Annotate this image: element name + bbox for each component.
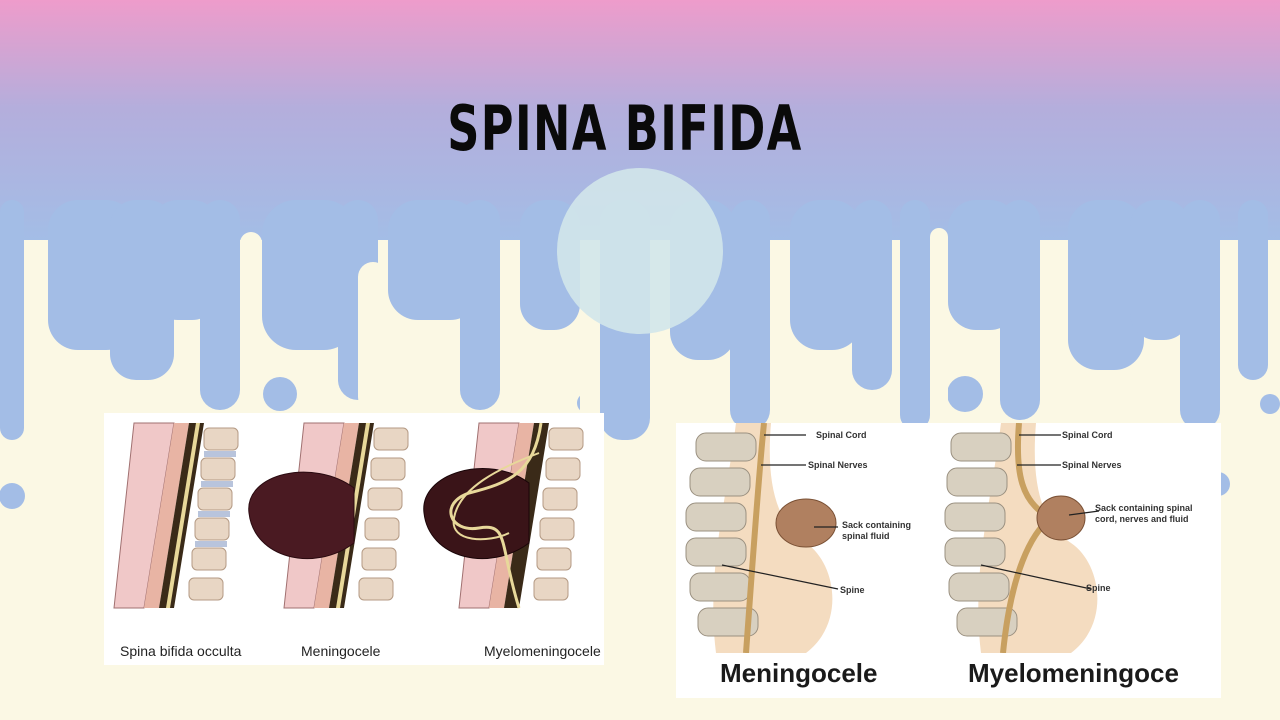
label-sack-2: Sack containing spinal cord, nerves and … (1095, 503, 1193, 524)
label-sack-1: Sack containing spinal fluid (842, 520, 912, 541)
decorative-circle (557, 168, 723, 334)
slide-title: SPINA BIFIDA (447, 92, 803, 165)
label-spine-1: Spine (840, 585, 865, 595)
label-spinal-cord-2: Spinal Cord (1062, 430, 1113, 440)
myelomeningocele-illustration (423, 422, 584, 609)
caption-spina-bifida-occulta: Spina bifida occulta (120, 643, 242, 659)
labeled-spine-illustrations (685, 423, 1100, 653)
caption-myelomeningoce-large: Myelomeningoce (968, 658, 1179, 688)
caption-myelomeningocele: Myelomeningocele (484, 643, 601, 659)
spina-bifida-types-figure: Spina bifida occulta Meningocele Myelome… (104, 413, 604, 665)
spine-illustrations (113, 422, 584, 609)
spina-bifida-occulta-illustration (113, 422, 239, 609)
label-spinal-nerves-1: Spinal Nerves (808, 460, 868, 470)
meningocele-labeled-illustration (685, 423, 839, 653)
label-spinal-cord-1: Spinal Cord (816, 430, 867, 440)
meningocele-illustration (248, 422, 409, 609)
caption-meningocele-large: Meningocele (720, 658, 878, 688)
label-spinal-nerves-2: Spinal Nerves (1062, 460, 1122, 470)
meningocele-vs-myelomeningocele-figure: Spinal Cord Spinal Nerves Sack containin… (676, 423, 1221, 698)
label-spine-2: Spine (1086, 583, 1111, 593)
myelomeningocele-labeled-illustration (944, 423, 1100, 653)
caption-meningocele: Meningocele (301, 643, 381, 659)
